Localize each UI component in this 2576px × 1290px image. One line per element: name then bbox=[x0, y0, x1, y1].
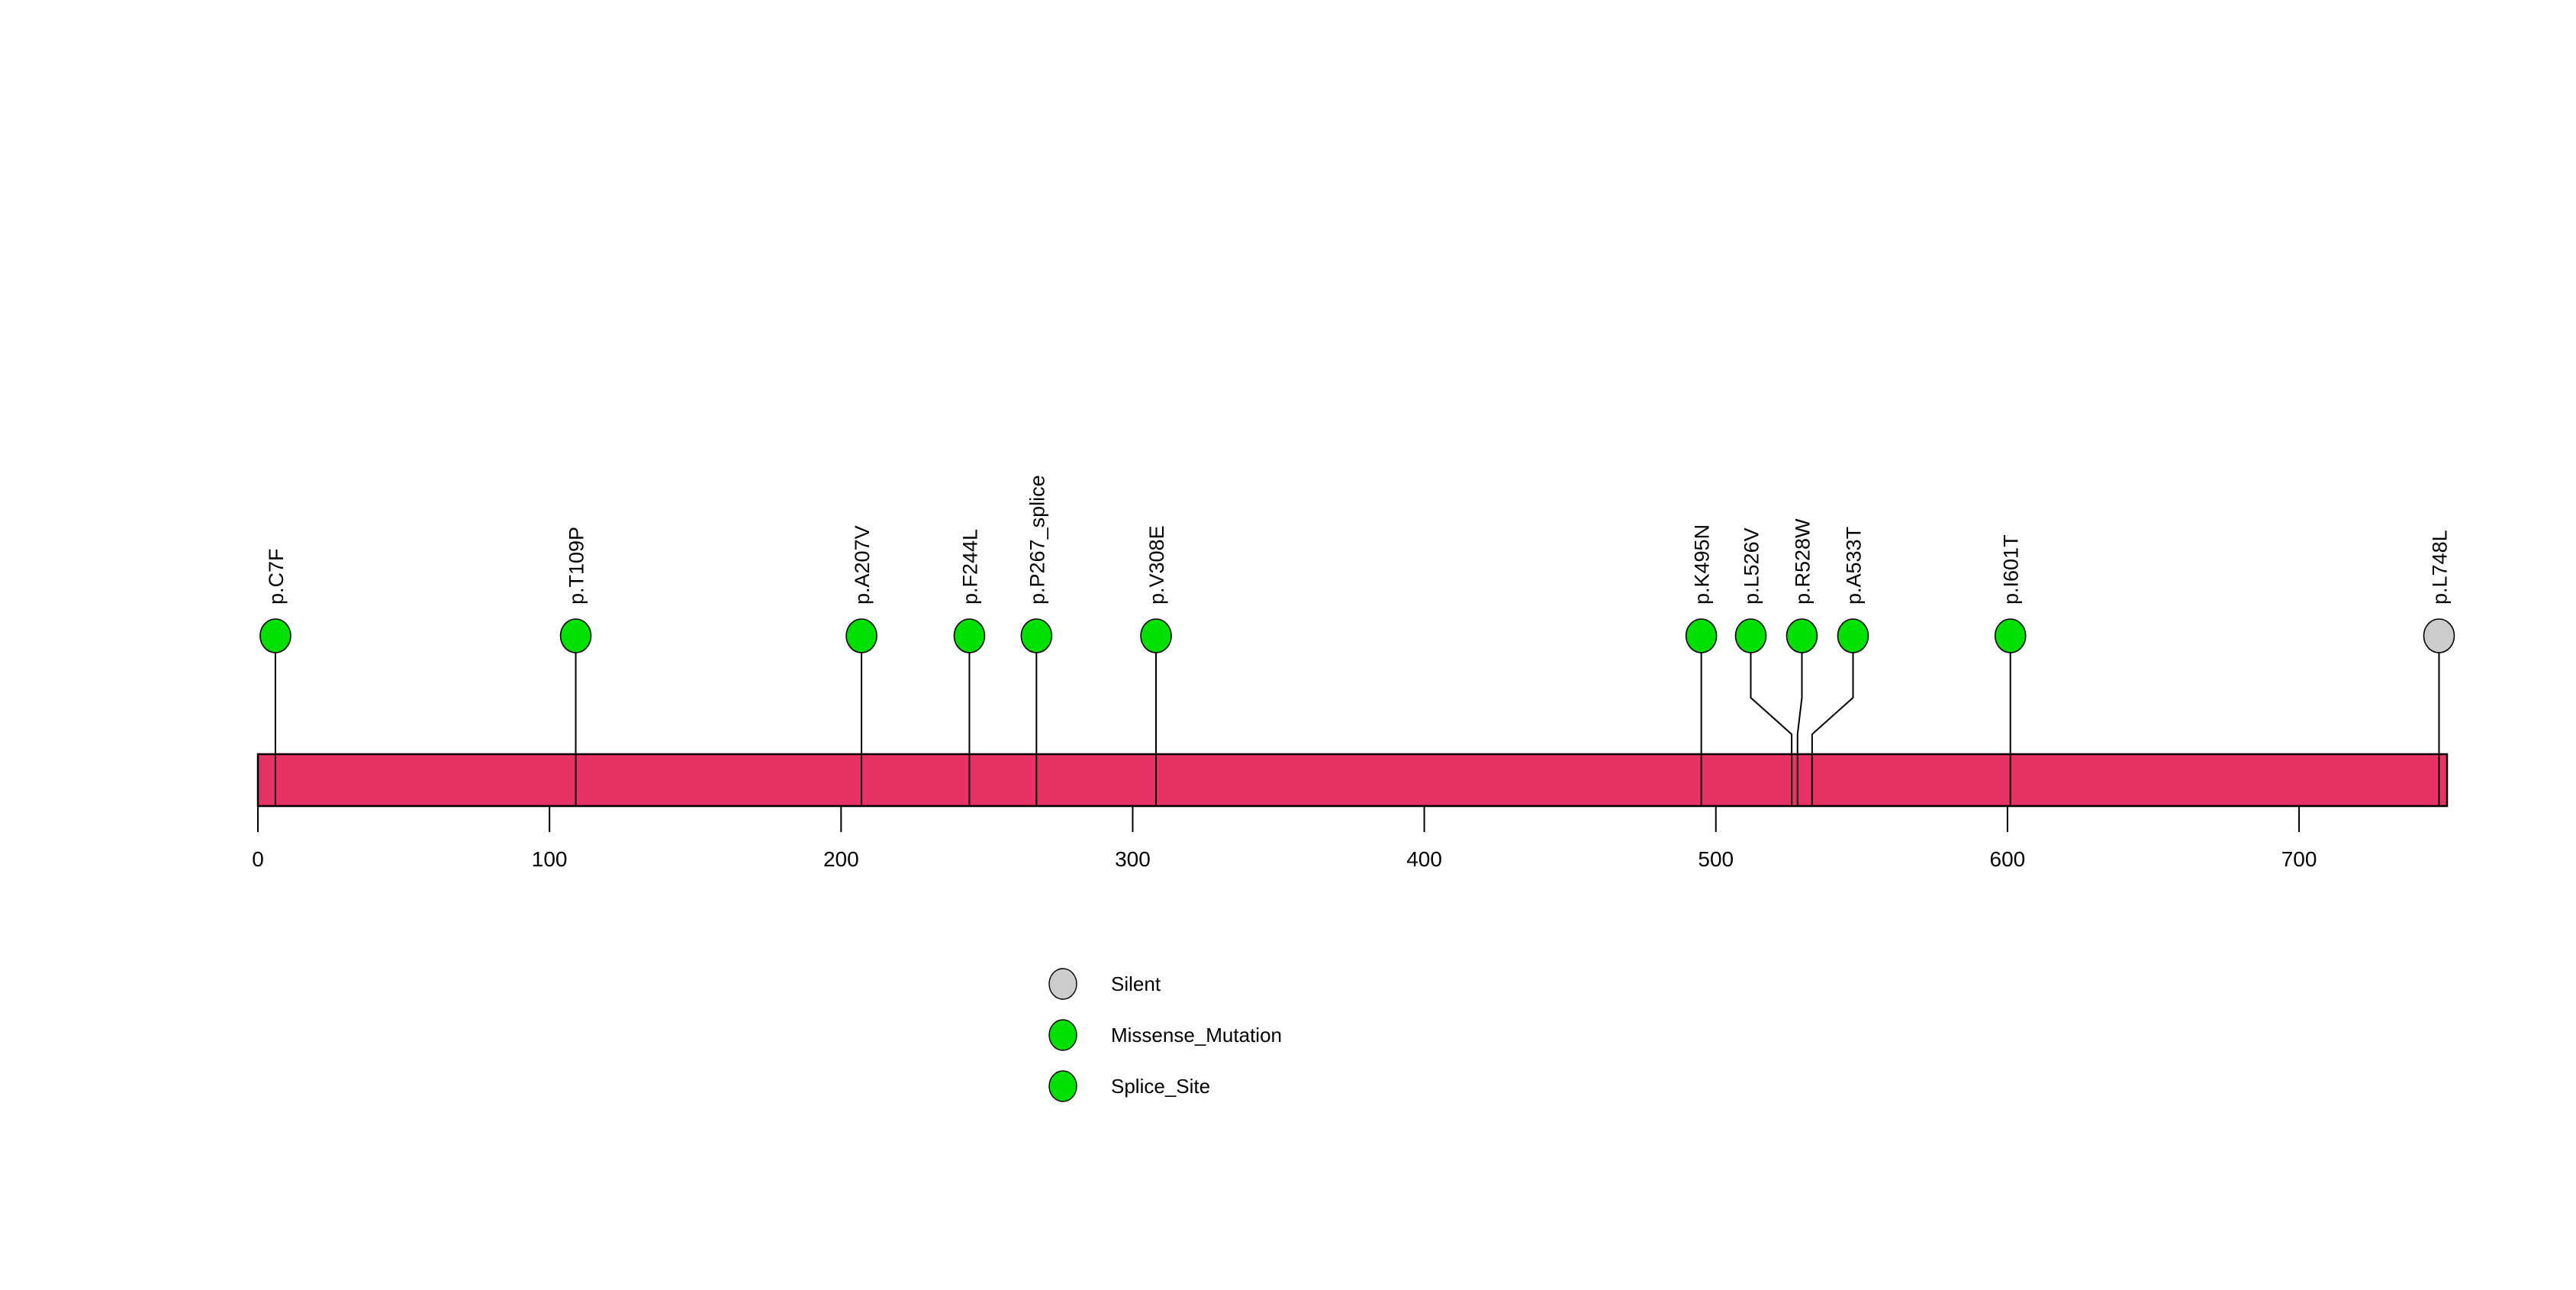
lollipop-label-p-l526v: p.L526V bbox=[1740, 527, 1763, 605]
lollipop-label-p-p267-splice: p.P267_splice bbox=[1026, 475, 1048, 605]
lollipop-heads bbox=[259, 618, 2455, 653]
axis-tick-label-0: 0 bbox=[252, 847, 264, 871]
lollipop-head-p-t109p[interactable] bbox=[559, 618, 592, 653]
lollipop-head-p-a207v[interactable] bbox=[845, 618, 877, 653]
axis-tick-label-300: 300 bbox=[1115, 847, 1151, 871]
lollipop-stems bbox=[274, 651, 2440, 806]
lollipop-head-p-p267-splice[interactable] bbox=[1020, 618, 1053, 653]
lollipop-stem-p-l526v bbox=[1750, 651, 1793, 806]
legend-label-splice-site: Splice_Site bbox=[1111, 1075, 1210, 1098]
lollipop-labels: p.C7F p.T109P p.A207V p.F244L p.P267_splice p… bbox=[265, 475, 2452, 605]
lollipop-label-p-v308e: p.V308E bbox=[1145, 525, 1168, 605]
lollipop-head-p-l748l[interactable] bbox=[2423, 618, 2455, 653]
protein-backbone-bar[interactable] bbox=[256, 753, 2449, 808]
legend-label-missense-mutation: Missense_Mutation bbox=[1111, 1024, 1282, 1047]
lollipop-head-p-k495n[interactable] bbox=[1685, 618, 1718, 653]
lollipop-label-p-t109p: p.T109P bbox=[565, 527, 588, 605]
legend-swatch-splice-site[interactable] bbox=[1048, 1070, 1077, 1102]
legend-label-silent: Silent bbox=[1111, 972, 1161, 995]
protein-domain-bar-group bbox=[256, 753, 2449, 808]
lollipop-stem-p-r528w bbox=[1796, 651, 1803, 806]
lollipop-label-p-k495n: p.K495N bbox=[1691, 524, 1714, 605]
lollipop-head-p-c7f[interactable] bbox=[259, 618, 291, 653]
axis-tick-label-400: 400 bbox=[1406, 847, 1442, 871]
axis-tick-label-500: 500 bbox=[1698, 847, 1734, 871]
lollipop-stem-p-a533t bbox=[1811, 651, 1854, 806]
lollipop-head-p-r528w[interactable] bbox=[1785, 618, 1818, 653]
axis-tick-label-700: 700 bbox=[2281, 847, 2317, 871]
lollipop-label-p-c7f: p.C7F bbox=[265, 548, 288, 605]
lollipop-label-p-f244l: p.F244L bbox=[958, 529, 981, 605]
x-axis: 0 100 200 300 400 500 600 700 bbox=[252, 806, 2317, 871]
lollipop-head-p-i601t[interactable] bbox=[1994, 618, 2027, 653]
axis-tick-label-100: 100 bbox=[532, 847, 568, 871]
lollipop-label-p-l748l: p.L748L bbox=[2428, 530, 2451, 605]
legend-swatch-silent[interactable] bbox=[1048, 968, 1077, 1000]
lollipop-head-p-v308e[interactable] bbox=[1140, 618, 1172, 653]
lollipop-label-p-a533t: p.A533T bbox=[1842, 527, 1865, 605]
legend-swatch-missense-mutation[interactable] bbox=[1048, 1019, 1077, 1051]
lollipop-head-p-l526v[interactable] bbox=[1734, 618, 1767, 653]
lollipop-head-p-f244l[interactable] bbox=[953, 618, 986, 653]
axis-tick-label-200: 200 bbox=[823, 847, 859, 871]
axis-tick-label-600: 600 bbox=[1990, 847, 2026, 871]
lollipop-label-p-a207v: p.A207V bbox=[851, 525, 874, 605]
lollipop-label-p-i601t: p.I601T bbox=[2000, 534, 2023, 605]
lollipop-label-p-r528w: p.R528W bbox=[1791, 518, 1814, 605]
lollipop-head-p-a533t[interactable] bbox=[1837, 618, 1869, 653]
